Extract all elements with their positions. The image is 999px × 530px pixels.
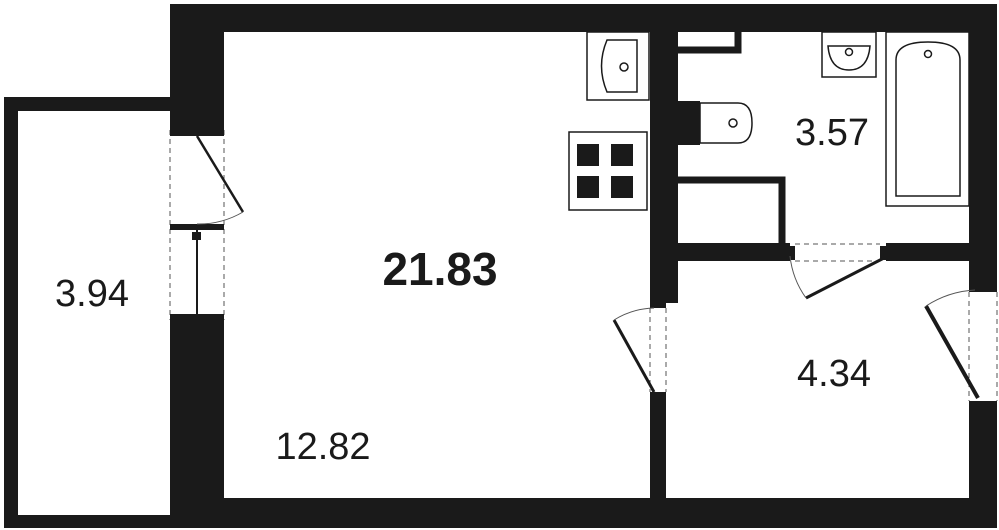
bathtub-basin xyxy=(895,41,961,197)
bathroom-sink-basin xyxy=(827,45,871,71)
kitchen-sink xyxy=(586,31,650,101)
bathroom-door xyxy=(786,243,889,300)
bathroom-area-label: 3.57 xyxy=(795,112,869,154)
balcony-walls xyxy=(4,97,184,528)
outer-walls xyxy=(170,4,997,528)
total-area-label: 21.83 xyxy=(382,243,497,295)
partition-horizontal xyxy=(650,243,790,261)
kitchen-sink-frame xyxy=(586,31,650,101)
interior-walls xyxy=(650,28,972,502)
bathtub-frame xyxy=(885,31,970,207)
balcony-wall-bottom xyxy=(4,515,184,528)
toilet xyxy=(678,101,753,145)
room-door xyxy=(612,298,667,402)
room-door-leaf xyxy=(612,319,656,393)
window-sill-top xyxy=(170,130,224,136)
bathroom-door-jamb-right xyxy=(880,246,889,260)
toilet-bowl xyxy=(699,102,753,144)
wall-left-lower xyxy=(170,318,224,528)
wall-top xyxy=(170,4,997,32)
main-room-area-label: 12.82 xyxy=(275,426,370,468)
window-sill-bottom xyxy=(170,314,224,320)
burner-4 xyxy=(611,176,633,198)
burner-3 xyxy=(577,176,599,198)
stove xyxy=(568,131,648,211)
window-sill-mid xyxy=(170,224,224,230)
kitchen-sink-basin xyxy=(600,39,638,93)
room-door-jamb-bottom xyxy=(650,392,666,402)
kitchen-sink-drain xyxy=(619,62,629,72)
entrance-door xyxy=(924,283,998,410)
bathroom-door-leaf xyxy=(805,256,885,300)
bathroom-inner-walls xyxy=(678,32,786,246)
wall-left-upper xyxy=(170,4,224,132)
partition-vertical-lower xyxy=(650,397,666,502)
partition-horizontal-right xyxy=(886,243,972,261)
duct-box xyxy=(678,176,786,246)
bathroom-door-jamb-left xyxy=(786,246,795,260)
burner-2 xyxy=(611,144,633,166)
balcony-door-leaf xyxy=(195,135,245,213)
wall-bottom xyxy=(170,498,997,528)
entrance-door-swing xyxy=(925,289,976,307)
shaft-box xyxy=(678,32,742,54)
bathroom-sink-frame xyxy=(821,31,877,78)
balcony-area-label: 3.94 xyxy=(55,273,129,315)
room-door-opening xyxy=(650,303,666,397)
bathtub xyxy=(885,31,970,207)
burner-1 xyxy=(577,144,599,166)
bathroom-sink-drain xyxy=(844,47,854,57)
entrance-door-leaf xyxy=(924,305,980,399)
balcony-wall-top xyxy=(4,97,184,111)
room-door-swing xyxy=(613,307,655,321)
room-door-jamb-top xyxy=(650,298,666,308)
window-hinge xyxy=(192,232,201,240)
stove-frame xyxy=(568,131,648,211)
entrance-door-jamb-top xyxy=(969,283,997,292)
balcony-wall-left xyxy=(4,97,18,528)
balcony-door-swing xyxy=(196,211,244,225)
bathtub-drain xyxy=(923,49,933,59)
window-left xyxy=(169,130,245,320)
bathroom-sink xyxy=(821,31,877,78)
hall-area-label: 4.34 xyxy=(797,353,871,395)
bathroom-door-swing xyxy=(789,255,807,299)
wall-right-upper xyxy=(969,4,997,287)
toilet-tank xyxy=(678,101,700,145)
toilet-drain xyxy=(728,118,738,128)
partition-vertical-upper xyxy=(650,28,678,303)
entrance-door-jamb-bottom xyxy=(969,401,997,410)
